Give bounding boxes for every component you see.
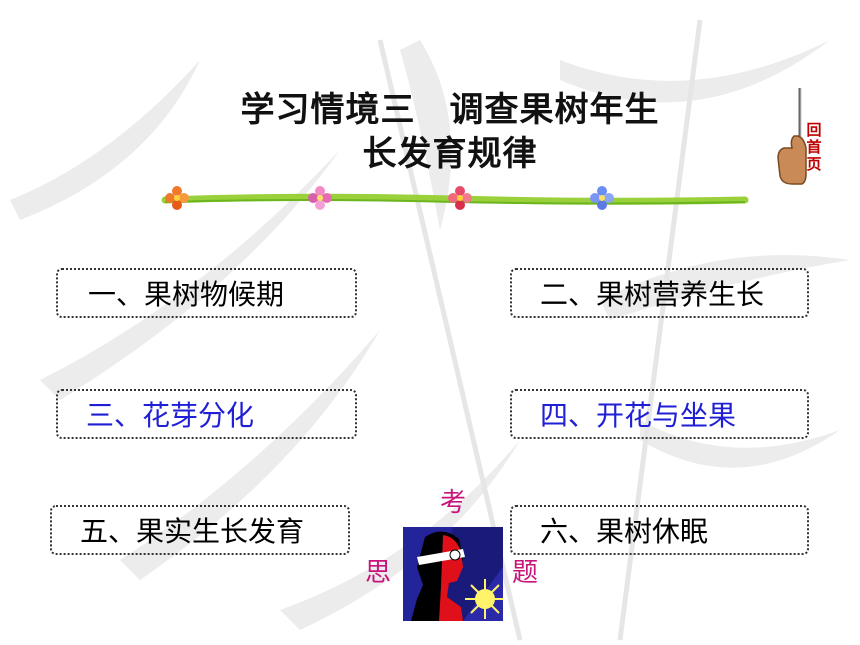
topic-phenology[interactable]: 一、果树物候期 — [56, 268, 357, 318]
flower-icon-3 — [448, 186, 472, 210]
topic-label: 三、花芽分化 — [86, 399, 255, 432]
flower-icon-2 — [308, 186, 332, 210]
think-char-ti: 题 — [512, 558, 539, 588]
topic-label: 二、果树营养生长 — [540, 278, 765, 311]
topic-flower-bud-differentiation[interactable]: 三、花芽分化 — [56, 389, 357, 439]
thinking-person-icon[interactable] — [403, 527, 503, 621]
topic-label: 四、开花与坐果 — [540, 399, 737, 432]
title-part-2: 调查果树年生 — [449, 90, 660, 130]
topic-vegetative-growth[interactable]: 二、果树营养生长 — [510, 268, 809, 318]
think-char-si: 思 — [365, 558, 392, 588]
topic-fruit-development[interactable]: 五、果实生长发育 — [50, 505, 350, 555]
home-label: 回 首 页 — [806, 121, 822, 173]
flower-vine-divider — [161, 186, 749, 210]
page-title-line-1: 学习情境三调查果树年生 — [0, 82, 860, 131]
topic-flowering-fruit-set[interactable]: 四、开花与坐果 — [510, 389, 809, 439]
topic-label: 五、果实生长发育 — [80, 515, 305, 548]
topic-label: 一、果树物候期 — [88, 278, 285, 311]
title-part-1: 学习情境三 — [240, 90, 416, 130]
page-title-line-2: 长发育规律 — [362, 134, 538, 174]
sun-icon — [465, 579, 503, 619]
flower-icon-1 — [165, 186, 189, 210]
topic-dormancy[interactable]: 六、果树休眠 — [510, 505, 809, 555]
flower-icon-4 — [590, 186, 614, 210]
home-button[interactable]: 回 首 页 — [776, 86, 826, 186]
topic-label: 六、果树休眠 — [540, 515, 709, 548]
pointing-hand-icon — [777, 88, 807, 185]
think-char-kao: 考 — [440, 488, 467, 518]
